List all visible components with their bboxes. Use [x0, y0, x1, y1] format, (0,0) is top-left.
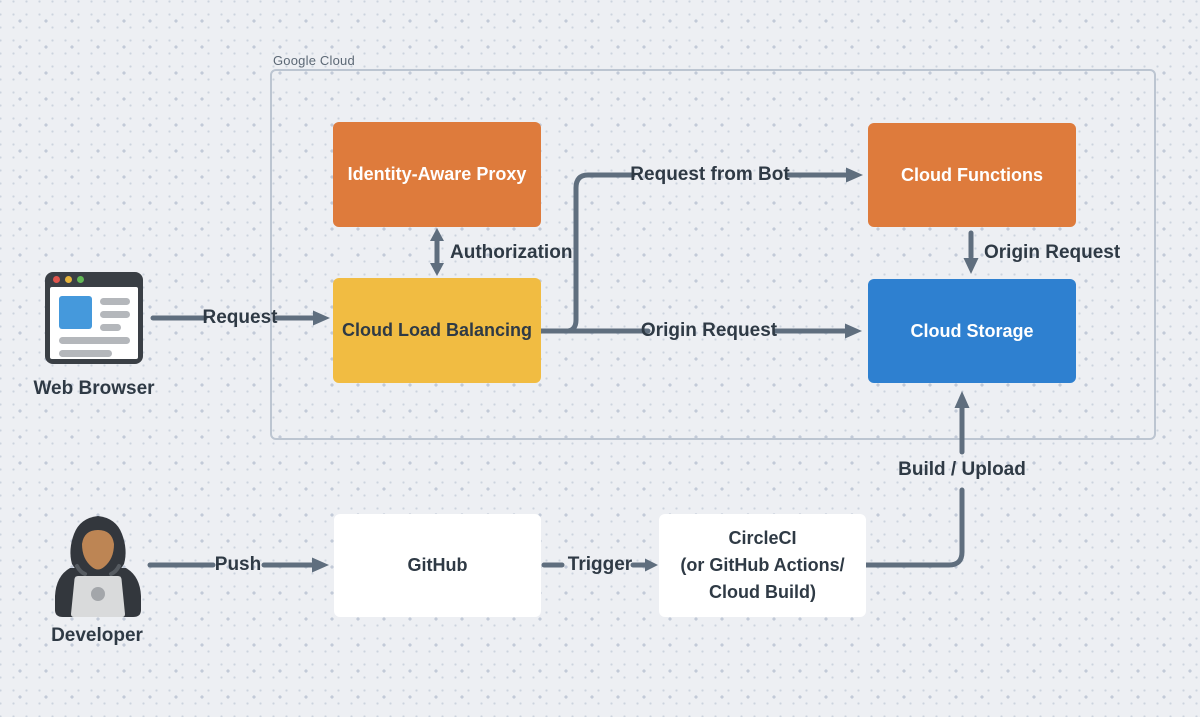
google-cloud-container [270, 69, 1156, 440]
node-label: GitHub [407, 555, 468, 575]
laptop-logo-icon [91, 587, 105, 601]
request-from-bot-label: Request from Bot [630, 164, 790, 185]
developer-icon [55, 516, 141, 617]
node-github: GitHub [334, 514, 541, 617]
face-icon [82, 530, 114, 570]
build-upload-label: Build / Upload [898, 459, 1026, 480]
browser-text-line-icon [100, 324, 121, 331]
browser-text-line-icon [59, 337, 130, 344]
browser-traffic-lights-icon [53, 276, 84, 283]
node-identity-aware-proxy: Identity-Aware Proxy [333, 122, 541, 227]
node-cloud-functions: Cloud Functions [868, 123, 1076, 227]
node-cloud-load-balancing: Cloud Load Balancing [333, 278, 541, 383]
browser-text-line-icon [100, 298, 130, 305]
node-label: Cloud Load Balancing [341, 320, 532, 340]
request-arrow [150, 310, 330, 326]
node-label: CircleCI (or GitHub Actions/ Cloud Build… [680, 528, 845, 602]
origin-request-cf-label: Origin Request [984, 242, 1121, 263]
web-browser-icon [45, 272, 143, 364]
push-label: Push [214, 554, 262, 575]
trigger-arrow [541, 558, 658, 572]
node-cloud-storage: Cloud Storage [868, 279, 1076, 383]
node-label: Cloud Storage [910, 320, 1034, 341]
trigger-label: Trigger [567, 554, 633, 575]
origin-request-lb-arrow [772, 323, 862, 339]
build-upload-arrow [863, 391, 970, 568]
node-circleci: CircleCI (or GitHub Actions/ Cloud Build… [659, 514, 866, 617]
browser-text-line-icon [100, 311, 130, 318]
drawstring-right-icon [109, 564, 121, 576]
node-label: Identity-Aware Proxy [347, 164, 527, 184]
developer-label: Developer [51, 625, 143, 646]
authorization-label: Authorization [450, 242, 573, 263]
green-dot-icon [77, 276, 84, 283]
origin-request-lb-label: Origin Request [640, 320, 778, 341]
request-from-bot-arrow [786, 167, 863, 183]
yellow-dot-icon [65, 276, 72, 283]
origin-request-cf-arrow [963, 230, 979, 274]
browser-text-line-icon [59, 350, 112, 357]
authorization-arrow [430, 228, 444, 276]
request-label: Request [202, 307, 278, 328]
drawstring-left-icon [75, 564, 87, 576]
push-arrow [147, 557, 329, 573]
browser-image-placeholder-icon [59, 296, 92, 329]
web-browser-label: Web Browser [33, 378, 155, 399]
node-label: Cloud Functions [901, 164, 1043, 185]
browser-page-icon [50, 287, 138, 359]
google-cloud-label: Google Cloud [273, 53, 355, 68]
load-balancer-fork-line [538, 172, 651, 334]
red-dot-icon [53, 276, 60, 283]
